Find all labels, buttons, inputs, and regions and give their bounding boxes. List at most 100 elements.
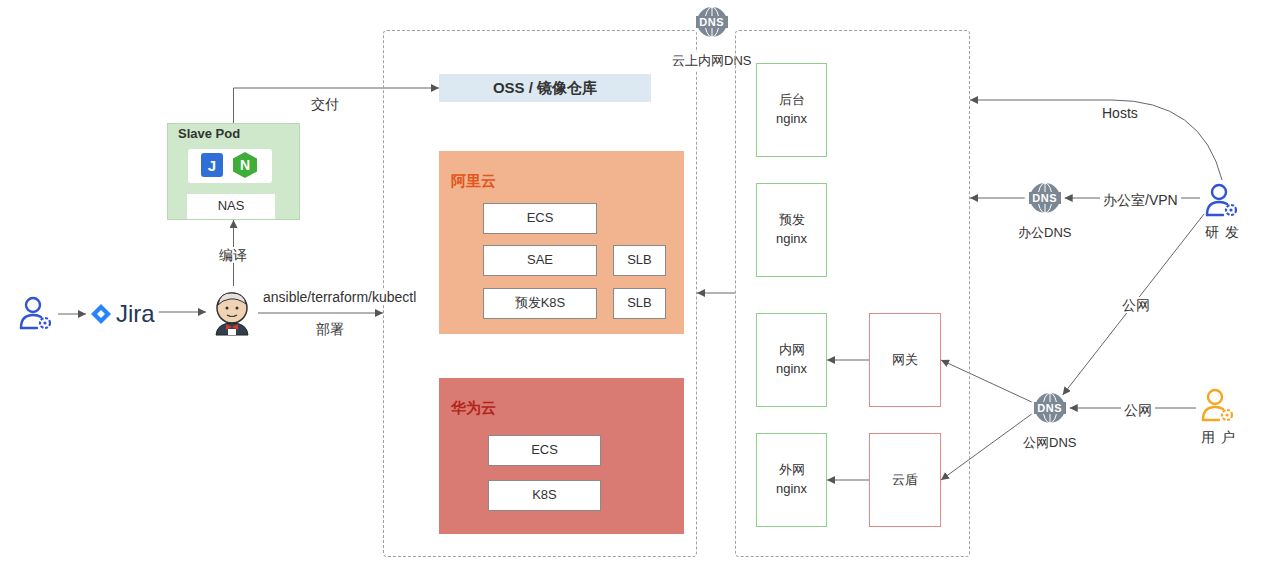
person-base — [1207, 214, 1223, 216]
box-label: K8S — [532, 486, 557, 505]
dns-label: 公网DNS — [1021, 434, 1078, 452]
person-glyph — [1200, 387, 1236, 423]
nginx-box: 内网 nginx — [756, 313, 827, 407]
tile-fill — [233, 152, 257, 178]
box-label: OSS / 镜像仓库 — [493, 77, 597, 99]
edge-label: 公网 — [1119, 297, 1153, 313]
gateway-box: 网关 — [869, 313, 941, 407]
person-icon — [18, 295, 54, 331]
nginx-box: 外网 nginx — [756, 433, 827, 527]
jenkins-icon — [208, 288, 256, 336]
person-body — [1207, 202, 1227, 215]
box-label: 云盾 — [892, 471, 918, 490]
flow-arrow — [941, 360, 1032, 402]
edge-label: Hosts — [1099, 105, 1141, 121]
dns-icon: DNS 云上内网DNS — [670, 6, 753, 70]
box-label: 网关 — [892, 351, 918, 370]
person-glyph — [18, 295, 54, 331]
jenkins-hair — [218, 293, 246, 305]
globe-band — [696, 16, 728, 28]
slave-pod-box: Slave PodJNNAS — [167, 123, 300, 220]
person-gear-hub — [43, 321, 46, 324]
jenkins-head — [217, 293, 247, 323]
edge-label: 编译 — [216, 247, 250, 263]
dns-globe: DNS — [696, 6, 728, 38]
region-title: 华为云 — [451, 399, 496, 418]
person-body — [1203, 407, 1223, 420]
icon-tray — [188, 149, 272, 183]
shield-box: 云盾 — [869, 433, 941, 527]
dns-label: 云上内网DNS — [670, 52, 753, 70]
free-label: 部署 — [313, 321, 347, 337]
jenkins-figure — [208, 288, 256, 336]
dns-glyph-text: DNS — [696, 15, 728, 29]
jira-tile: J — [201, 153, 223, 177]
jenkins-mouth — [227, 315, 237, 317]
jenkins-eye — [236, 307, 239, 310]
dns-glyph-text: DNS — [1029, 191, 1061, 205]
jira-diamond — [90, 303, 112, 325]
service-box: 预发K8S — [483, 288, 597, 319]
tile-letter: J — [208, 157, 216, 174]
flow-arrow — [827, 480, 869, 481]
nginx-box: 后台 nginx — [756, 63, 827, 157]
box-label: 外网 nginx — [769, 461, 815, 499]
jenkins-eye — [226, 307, 229, 310]
person-head — [1208, 390, 1222, 404]
nginx-container: 后台 nginx 预发 nginx 内网 nginx 网关外网 nginx 云盾 — [735, 30, 970, 557]
flow-arrow — [697, 293, 735, 294]
tile-letter: N — [240, 157, 250, 173]
jira-wordmark: Jira — [116, 300, 155, 328]
box-label: NAS — [218, 197, 245, 216]
person-body — [21, 315, 41, 328]
globe-fill — [1035, 393, 1065, 423]
person-label: 研发 — [1199, 224, 1245, 242]
service-box: SLB — [613, 245, 666, 276]
nginx-box: 预发 nginx — [756, 183, 827, 277]
flow-arrow — [941, 414, 1032, 480]
jenkins-apron — [228, 329, 236, 335]
dns-icon: DNS 公网DNS — [1021, 392, 1078, 452]
box-label: 预发 nginx — [769, 211, 815, 249]
flow-arrow — [827, 360, 869, 361]
developer-icon: 研发 — [1199, 182, 1245, 242]
box-label: ECS — [527, 209, 554, 228]
globe-band — [1034, 402, 1066, 414]
flow-arrow — [234, 88, 440, 123]
service-box: K8S — [488, 480, 601, 511]
dns-globe: DNS — [1029, 182, 1061, 214]
jenkins-body — [216, 323, 248, 335]
flow-arrow — [970, 198, 1025, 199]
edge-label: ansible/terraform/kubectl — [260, 289, 419, 305]
box-label: SLB — [627, 251, 652, 270]
globe-fill — [697, 7, 727, 37]
box-label: 后台 nginx — [769, 91, 815, 129]
box-label: SLB — [627, 294, 652, 313]
box-label: 内网 nginx — [769, 341, 815, 379]
tile-fill — [201, 153, 223, 177]
user-icon: 用户 — [1195, 387, 1241, 447]
person-gear — [1226, 205, 1236, 215]
person-glyph — [1204, 182, 1240, 218]
person-gear-hub — [1225, 413, 1228, 416]
region-title: 阿里云 — [451, 172, 496, 191]
edge-label: 办公室/VPN — [1100, 192, 1181, 208]
service-box: ECS — [483, 203, 597, 234]
service-box: SAE — [483, 245, 597, 276]
globe-band — [1029, 192, 1061, 204]
dns-label: 办公DNS — [1016, 224, 1073, 242]
box-label: 预发K8S — [515, 294, 566, 313]
dns-glyph-text: DNS — [1034, 401, 1066, 415]
person-gear-hub — [1229, 208, 1232, 211]
dns-icon: DNS 办公DNS — [1016, 182, 1073, 242]
box-label: ECS — [531, 441, 558, 460]
flow-arrow — [1063, 214, 1204, 395]
huawei-region: 华为云 ECS K8S — [439, 378, 684, 534]
globe-fill — [1030, 183, 1060, 213]
flow-arrow — [258, 313, 383, 314]
person-head — [26, 298, 40, 312]
dns-globe: DNS — [1034, 392, 1066, 424]
service-box: ECS — [488, 435, 601, 466]
flow-arrow — [970, 100, 1222, 180]
